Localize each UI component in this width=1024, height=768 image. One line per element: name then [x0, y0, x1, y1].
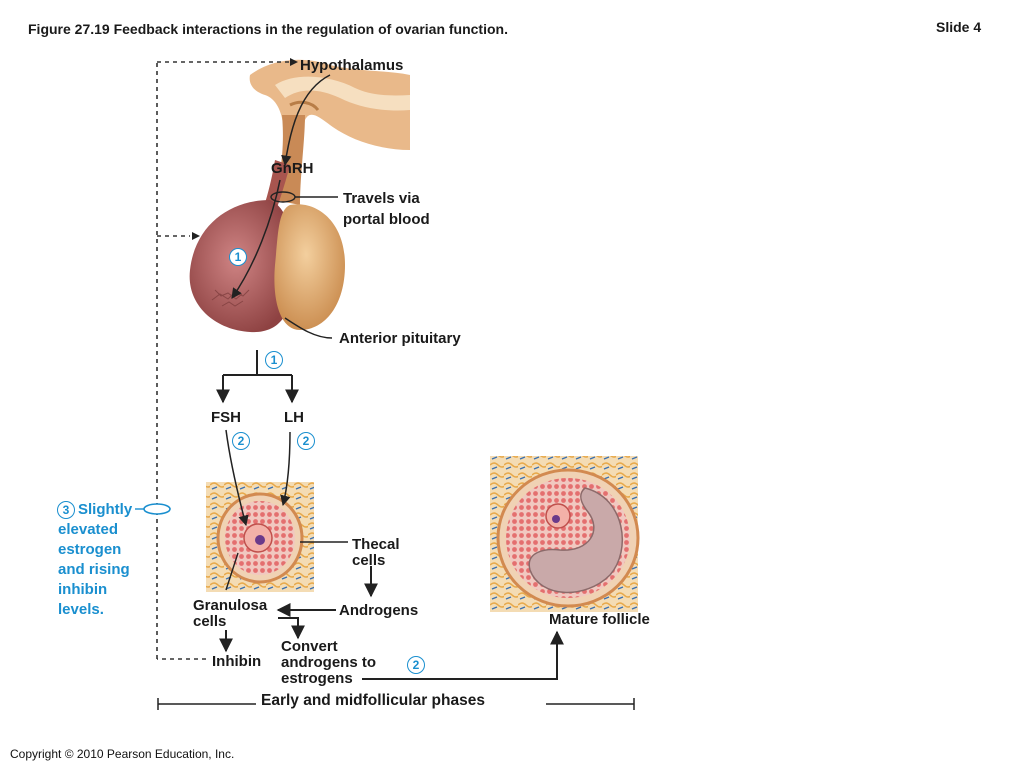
label-thecal-line2: cells [352, 552, 386, 569]
slide-label: Slide 4 [936, 19, 982, 35]
feedback-note-line3: estrogen [58, 541, 122, 558]
feedback-note-line4: and rising [58, 561, 130, 578]
feedback-note-line2: elevated [58, 521, 119, 538]
step-number-1-release: 1 [265, 351, 283, 369]
label-gnrh: GnRH [271, 160, 314, 177]
label-convert-line3: estrogens [281, 670, 353, 687]
phase-bar-line [157, 698, 635, 710]
label-granulosa-line1: Granulosa [193, 597, 268, 614]
feedback-loop-line [156, 61, 290, 660]
feedback-note-line5: inhibin [58, 581, 108, 598]
label-hypothalamus: Hypothalamus [300, 57, 404, 74]
developing-follicle-illustration [206, 482, 314, 592]
label-phase-bar: Early and midfollicular phases [261, 692, 485, 709]
label-mature-follicle: Mature follicle [549, 611, 650, 628]
label-lh: LH [284, 409, 304, 426]
feedback-marker [143, 503, 171, 515]
step-number-2-fsh: 2 [232, 432, 250, 450]
label-inhibin: Inhibin [212, 653, 262, 670]
label-androgens: Androgens [339, 602, 419, 619]
figure-title: Figure 27.19 Feedback interactions in th… [28, 21, 508, 37]
step-number-2-lh: 2 [297, 432, 315, 450]
label-travels-line2: portal blood [343, 211, 430, 228]
label-anterior-pituitary: Anterior pituitary [339, 330, 461, 347]
label-convert-line1: Convert [281, 638, 338, 655]
step-number-1-pituitary: 1 [229, 248, 247, 266]
anterior-pituitary-lobe [189, 200, 293, 333]
label-thecal-line1: Thecal [352, 536, 400, 553]
mature-follicle-illustration [490, 456, 640, 612]
feedback-note-line1: Slightly [78, 501, 133, 518]
feedback-note-line6: levels. [58, 601, 104, 618]
label-convert-line2: androgens to [281, 654, 377, 671]
label-granulosa-line2: cells [193, 613, 227, 630]
label-fsh: FSH [211, 409, 241, 426]
posterior-pituitary-lobe [274, 204, 345, 330]
step-number-3-feedback: 3 [57, 501, 75, 519]
copyright-footer: Copyright © 2010 Pearson Education, Inc. [10, 747, 235, 761]
step-number-2-estrogen: 2 [407, 656, 425, 674]
label-travels-line1: Travels via [343, 190, 420, 207]
